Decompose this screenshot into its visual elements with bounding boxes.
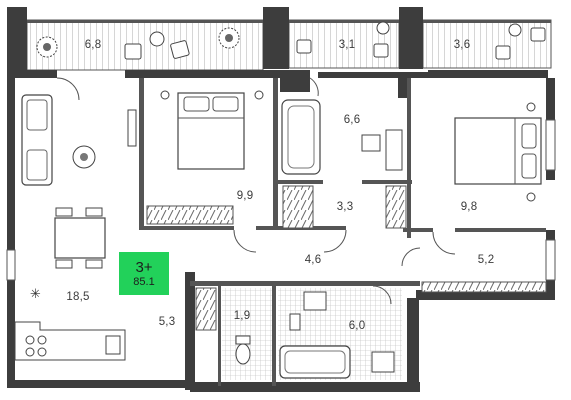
area-label-balcony-right: 3,6	[453, 39, 471, 51]
chair-icon	[495, 23, 546, 60]
area-label-entrance: 5,3	[158, 316, 176, 328]
plant-icon	[218, 27, 240, 49]
chair-icon	[124, 31, 190, 60]
plant-icon	[36, 36, 58, 58]
area-label-wc: 1,9	[233, 310, 251, 322]
balcony-post	[399, 7, 423, 69]
sink-icon	[385, 129, 403, 171]
toilet-icon	[289, 313, 301, 331]
bed-icon	[160, 90, 264, 170]
sink-icon	[371, 351, 395, 373]
kitchen-counter-icon	[14, 321, 126, 361]
room-count: 3+	[135, 258, 153, 276]
area-label-bath-top: 6,6	[343, 114, 361, 126]
toilet-icon	[235, 335, 251, 365]
area-label-corridor-right: 5,2	[477, 254, 495, 266]
sofa-icon	[21, 94, 53, 186]
washing-machine-icon	[361, 134, 381, 152]
balcony-post	[263, 7, 289, 69]
area-label-bedroom-left: 9,9	[236, 190, 254, 202]
bathtub-icon	[281, 99, 321, 175]
washing-machine-icon	[303, 291, 327, 311]
area-label-bedroom-right: 9,8	[460, 201, 478, 213]
area-label-hall: 4,6	[304, 254, 322, 266]
wc-floor	[222, 288, 272, 380]
balcony-post	[7, 7, 27, 77]
inner-walls	[139, 78, 546, 386]
fridge-icon: ✳	[30, 287, 41, 302]
area-label-balcony-middle: 3,1	[338, 39, 356, 51]
balcony-right-area	[422, 19, 552, 69]
area-label-bathroom: 6,0	[348, 320, 366, 332]
bed-icon	[454, 102, 542, 202]
bathtub-icon	[279, 345, 351, 379]
tv-stand-icon	[127, 109, 137, 147]
dining-table-icon	[54, 207, 106, 269]
area-label-balcony-left: 6,8	[84, 39, 102, 51]
door-swings	[56, 77, 456, 305]
area-label-living-kitchen: 18,5	[66, 291, 90, 303]
windows	[6, 119, 556, 281]
chair-icon	[296, 21, 390, 58]
apartment-badge: 3+ 85.1	[119, 252, 169, 295]
wardrobe-corridor	[421, 281, 547, 293]
coffee-table-icon	[72, 145, 96, 169]
wardrobe-closet-left	[282, 185, 314, 229]
wardrobe-bedroom-left	[146, 205, 234, 225]
wardrobe-closet-right	[385, 185, 407, 229]
area-label-wardrobe: 3,3	[336, 201, 354, 213]
wardrobe-entrance	[195, 287, 217, 331]
total-area: 85.1	[133, 275, 155, 288]
